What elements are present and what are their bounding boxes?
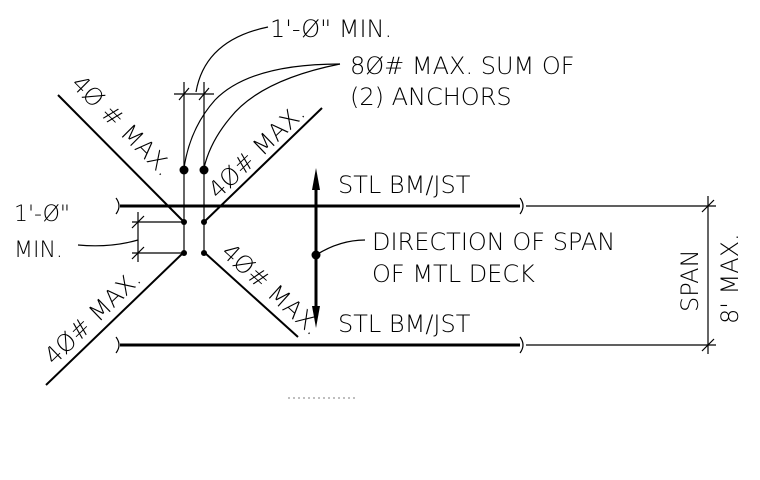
diag-lower-right-label: 4Ø# MAX. (216, 238, 326, 341)
sum-leader-left (183, 63, 341, 169)
left-min-label-line2: MIN. (14, 238, 63, 263)
left-min-dimension (77, 212, 184, 262)
beam-top-label: STL BM/JST (338, 171, 471, 199)
top-min-dimension (174, 82, 214, 168)
top-min-label: 1'-Ø" MIN. (270, 15, 392, 43)
left-min-label-line1: 1'-Ø" (14, 202, 70, 227)
diag-lower-left-label: 4Ø# MAX. (39, 265, 147, 371)
top-min-leader (195, 26, 269, 93)
cable-upper-right (203, 107, 323, 223)
sum-label-line1: 8Ø# MAX. SUM OF (350, 52, 575, 80)
diag-upper-left-label: 4Ø # MAX. (66, 69, 178, 181)
span-label: SPAN (676, 249, 704, 312)
direction-label-line1: DIRECTION OF SPAN (372, 228, 615, 256)
deck-span-arrow (311, 168, 366, 328)
span-dimension (526, 196, 716, 354)
sum-label-line2: (2) ANCHORS (350, 83, 512, 111)
beam-bottom (115, 336, 524, 354)
cable-lower-left (45, 252, 184, 386)
cable-upper-left (57, 94, 185, 223)
span-max-label: 8' MAX. (716, 233, 744, 324)
direction-label-line2: OF MTL DECK (372, 260, 535, 288)
diag-upper-right-label: 4Ø# MAX. (203, 99, 311, 205)
beam-bottom-label: STL BM/JST (338, 310, 471, 338)
beam-top (115, 197, 524, 215)
sum-leader-right (203, 63, 341, 169)
cable-lower-right (204, 252, 299, 338)
